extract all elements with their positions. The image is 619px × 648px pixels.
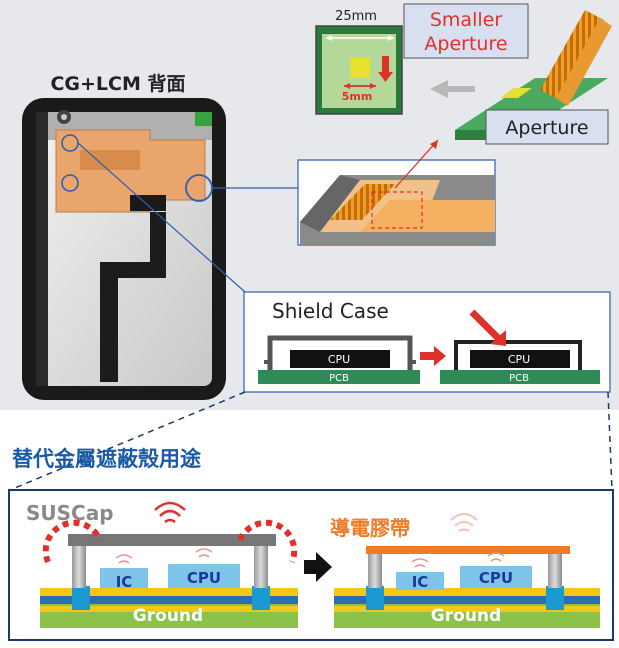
dim-outer-label: 25mm (335, 9, 377, 24)
signal-icon (115, 548, 213, 564)
flex-connector-inset (300, 139, 495, 245)
shield-case-title: Shield Case (272, 299, 389, 323)
smaller-aperture-line-1: Smaller (430, 9, 502, 31)
tape-title: 導電膠帶 (330, 516, 410, 540)
arrow-up-icon (394, 139, 439, 189)
cpu-label: CPU (508, 353, 530, 366)
suscap-title: SUSCap (26, 501, 114, 525)
arrow-right-icon (420, 346, 446, 366)
dashed-line-right (607, 391, 613, 491)
connector-icon (195, 112, 212, 126)
dim-inner-label: 5mm (342, 90, 373, 103)
ground-label: Ground (133, 606, 203, 626)
cpu-label: CPU (328, 353, 350, 366)
arrow-down-icon (382, 56, 389, 72)
ground-label: Ground (431, 606, 501, 626)
highlight-circle (61, 174, 79, 192)
dashed-line-left (9, 391, 246, 491)
signal-icon (154, 501, 186, 524)
phone-title: CG+LCM 背面 (50, 72, 185, 95)
signal-icon (450, 513, 478, 532)
arrow-right-icon (304, 552, 332, 582)
arrow-down-right-icon (490, 330, 506, 346)
aperture-module: 5mm (315, 25, 403, 115)
shield-case-before: CPU PCB (258, 335, 420, 384)
smaller-aperture-line-2: Aperture (424, 33, 507, 55)
ic-label: IC (412, 573, 429, 591)
section-heading: 替代金屬遮蔽殼用途 (12, 447, 202, 471)
signal-icon (411, 552, 505, 568)
pcb-label: PCB (329, 373, 349, 384)
phone-back (22, 98, 226, 400)
arrow-left-icon (430, 80, 475, 98)
cpu-chip-label: CPU (187, 569, 221, 587)
suscap-assembly: Ground IC CPU (40, 519, 298, 628)
aperture-label: Aperture (505, 117, 588, 139)
tape-assembly: Ground IC CPU (334, 546, 600, 628)
pcb-label: PCB (509, 373, 529, 384)
cpu-chip-label: CPU (479, 569, 513, 587)
smaller-aperture-box (403, 3, 529, 59)
leak-icon (42, 519, 298, 564)
ic-label: IC (116, 573, 133, 591)
shield-case-after: CPU PCB (440, 309, 600, 384)
connector-chip (130, 195, 166, 211)
aperture-box (485, 109, 609, 145)
